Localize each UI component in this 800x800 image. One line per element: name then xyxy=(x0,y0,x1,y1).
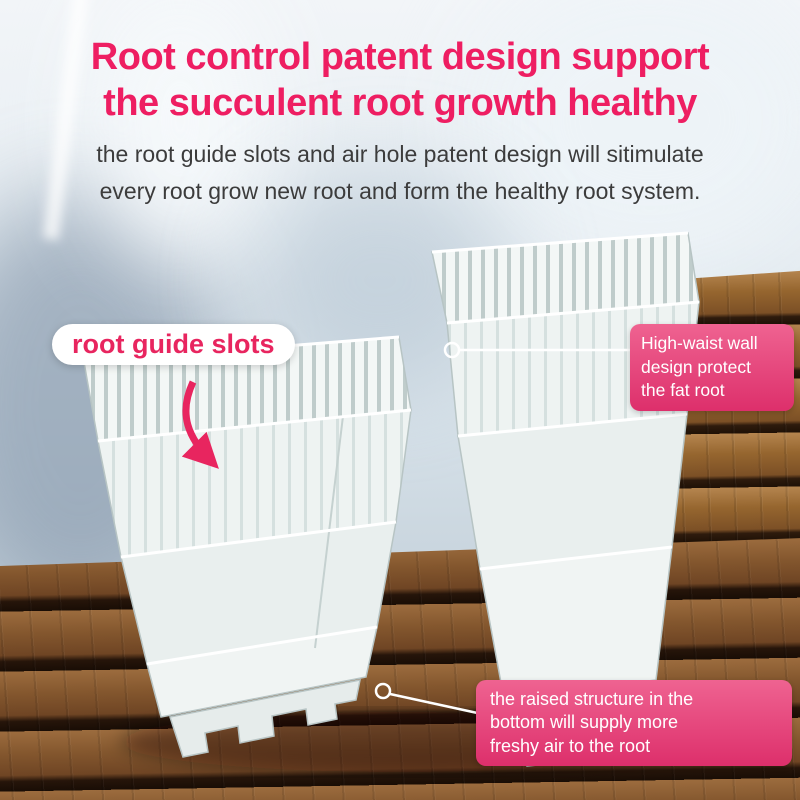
root-guide-slots-label: root guide slots xyxy=(52,324,295,365)
bottom-marker-circle-icon xyxy=(374,682,392,700)
page-title: Root control patent design support the s… xyxy=(90,36,710,125)
window-blur-bright-right xyxy=(470,0,800,270)
wall-marker-circle-icon xyxy=(443,341,461,359)
bottom-structure-callout: the raised structure in the bottom will … xyxy=(476,680,792,767)
high-waist-connector xyxy=(443,341,634,359)
window-blur-bright-left xyxy=(95,0,265,260)
high-waist-callout: High-waist wall design protect the fat r… xyxy=(630,324,794,411)
root-guide-arrow-icon xyxy=(181,380,219,469)
bottom-connector xyxy=(374,682,483,716)
page-subtitle: the root guide slots and air hole patent… xyxy=(96,141,704,204)
left-pot xyxy=(83,335,412,758)
